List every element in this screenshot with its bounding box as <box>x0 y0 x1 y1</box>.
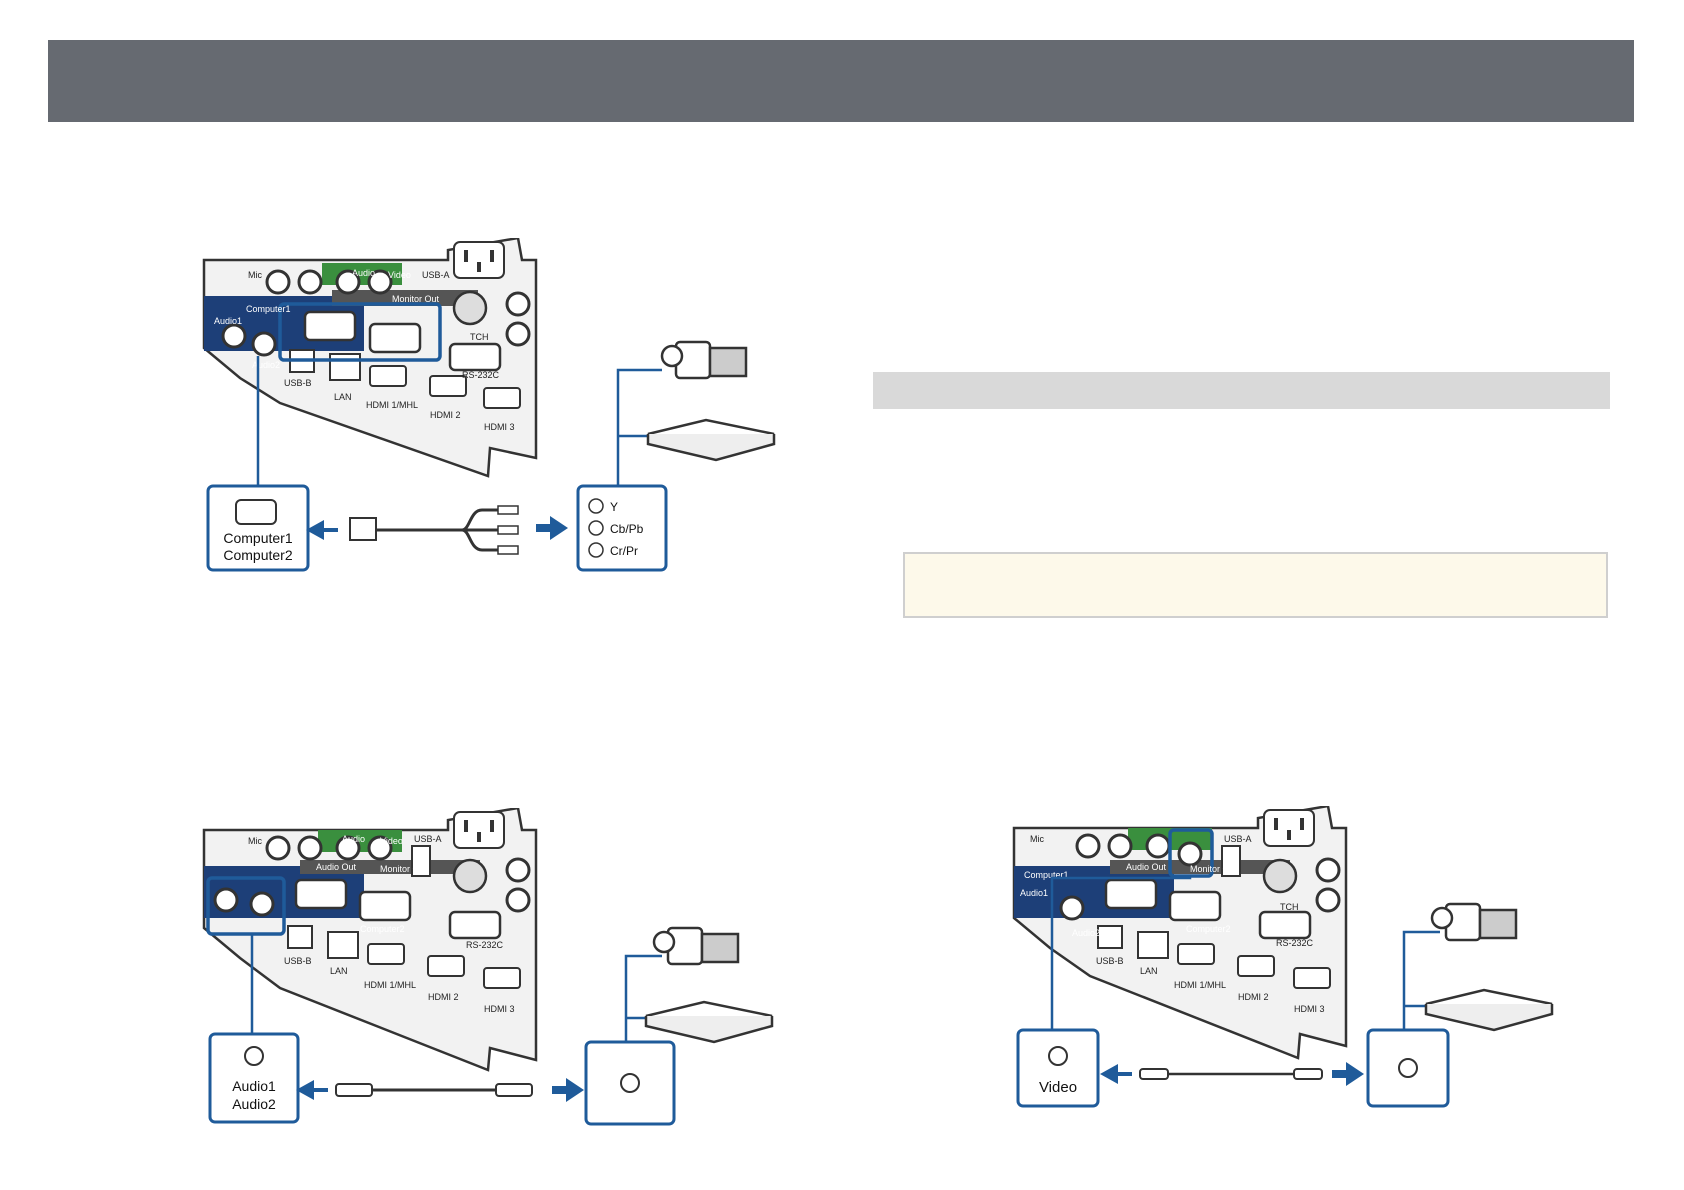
diagram-computer-component-connection: Mic Audio Video USB-A Audio1 Computer1 A… <box>200 238 780 578</box>
panel-label-usb-b: USB-B <box>284 956 312 966</box>
component-label-y: Y <box>610 500 618 514</box>
panel-label-rs232c: RS-232C <box>466 940 504 950</box>
vga-port-icons <box>1104 878 1312 940</box>
port-label-line2: Audio2 <box>232 1096 276 1112</box>
panel-label-audio-out: Audio Out <box>316 862 357 872</box>
component-label-cb: Cb/Pb <box>610 522 644 536</box>
diagram-audio-connection: Mic Audio Video USB-A Audio Out Monitor … <box>200 808 780 1128</box>
panel-label-usb-a: USB-A <box>414 834 442 844</box>
panel-label-hdmi1: HDMI 1/MHL <box>366 400 418 410</box>
rca-jack-icons <box>213 835 531 917</box>
vga-to-component-cable-icon <box>349 505 519 555</box>
panel-label-lan: LAN <box>334 392 352 402</box>
vga-port-icons <box>303 310 502 372</box>
panel-label-monitor-out: Monitor Out <box>1190 864 1238 874</box>
panel-label-usb-a: USB-A <box>1224 834 1252 844</box>
panel-label-video: Video <box>380 836 403 846</box>
video-jack-icon <box>1398 1058 1418 1078</box>
camcorder-icon <box>1430 902 1518 942</box>
panel-label-audio2: Audio2 <box>1072 928 1100 938</box>
diagram-video-connection: Mic USB-A Computer1 Audio Out Audio1 Aud… <box>1010 806 1590 1116</box>
page-header-bar <box>48 40 1634 122</box>
panel-label-computer2: Computer2 <box>1186 924 1231 934</box>
panel-label-hdmi3: HDMI 3 <box>484 1004 515 1014</box>
panel-label-hdmi3: HDMI 3 <box>1294 1004 1325 1014</box>
svideo-jack-icon <box>452 290 488 326</box>
panel-label-audio-out: Audio Out <box>1126 862 1167 872</box>
panel-label-audio1: Audio1 <box>1020 888 1048 898</box>
camcorder-icon <box>660 340 748 380</box>
panel-label-computer1: Computer1 <box>246 304 291 314</box>
video-port-label: Video <box>1039 1079 1077 1096</box>
panel-label-computer1: Computer1 <box>1024 870 1069 880</box>
computer-port-callout <box>206 484 310 572</box>
audio-out-band <box>332 290 478 306</box>
panel-label-mic: Mic <box>248 836 262 846</box>
rca-audio-cable-icon <box>335 1083 533 1097</box>
dvd-player-icon <box>644 1000 774 1044</box>
panel-label-computer2: Computer2 <box>360 924 405 934</box>
power-inlet-icon <box>453 811 505 849</box>
audio-jack-icon <box>620 1073 640 1093</box>
power-inlet-icon <box>1263 809 1315 847</box>
dvd-player-icon <box>646 418 776 462</box>
panel-label-mic: Mic <box>1030 834 1044 844</box>
panel-label-audio2: Audio2 <box>252 360 280 370</box>
audio-jack-icon <box>244 1046 264 1066</box>
arrow-left-icon <box>306 520 338 540</box>
arrow-right-icon <box>552 1078 584 1102</box>
arrow-right-icon <box>1332 1062 1364 1086</box>
computer-port-highlight <box>278 302 442 362</box>
port-label-line2: Computer2 <box>223 547 292 563</box>
panel-label-usb-b: USB-B <box>284 378 312 388</box>
panel-label-audio1: Audio1 <box>214 316 242 326</box>
projector-rear-panel <box>1012 806 1348 1060</box>
arrow-right-icon <box>536 516 568 540</box>
panel-label-lan: LAN <box>330 966 348 976</box>
panel-label-hdmi2: HDMI 2 <box>430 410 461 420</box>
video-port-callout <box>1016 1028 1100 1108</box>
note-box <box>903 552 1608 618</box>
panel-label-hdmi2: HDMI 2 <box>428 992 459 1002</box>
panel-label-hdmi3: HDMI 3 <box>484 422 515 432</box>
lower-port-icons <box>1097 925 1331 989</box>
vga-port-icons <box>294 878 502 940</box>
panel-label-audio: Audio <box>342 834 365 844</box>
panel-label-monitor-out: Monitor Out <box>392 294 440 304</box>
port-label-line1: Computer1 <box>223 530 292 546</box>
panel-label-usb-a: USB-A <box>422 270 450 280</box>
port-label-line1: Audio1 <box>232 1078 276 1094</box>
panel-label-audio: Audio <box>352 268 375 278</box>
power-inlet-icon <box>453 241 505 279</box>
audio-port-highlight <box>206 876 286 936</box>
panel-label-tch: TCH <box>470 332 489 342</box>
panel-label-tch: TCH <box>1280 902 1299 912</box>
arrow-left-icon <box>1100 1064 1132 1084</box>
vga-port-icon <box>235 499 277 525</box>
panel-label-monitor-out: Monitor Out <box>380 864 428 874</box>
rca-jack-icons <box>1059 833 1341 921</box>
rca-jack-icons <box>221 269 531 357</box>
panel-label-hdmi1: HDMI 1/MHL <box>364 980 416 990</box>
arrow-left-icon <box>296 1080 328 1100</box>
camcorder-icon <box>652 926 740 966</box>
panel-label-mic: Mic <box>248 270 262 280</box>
panel-label-video: Video <box>388 270 411 280</box>
video-jack-icon <box>1048 1046 1068 1066</box>
dvd-player-icon <box>1424 988 1554 1032</box>
rca-video-cable-icon <box>1139 1068 1323 1080</box>
panel-label-rs232c: RS-232C <box>1276 938 1314 948</box>
panel-label-hdmi2: HDMI 2 <box>1238 992 1269 1002</box>
panel-label-lan: LAN <box>1140 966 1158 976</box>
panel-label-usb-b: USB-B <box>1096 956 1124 966</box>
panel-label-hdmi1: HDMI 1/MHL <box>1174 980 1226 990</box>
panel-label-rs232c: RS-232C <box>462 370 500 380</box>
lower-port-icons <box>287 925 521 989</box>
section-heading-bar <box>873 372 1610 409</box>
audio-port-callout <box>208 1032 300 1124</box>
component-label-cr: Cr/Pr <box>610 544 638 558</box>
